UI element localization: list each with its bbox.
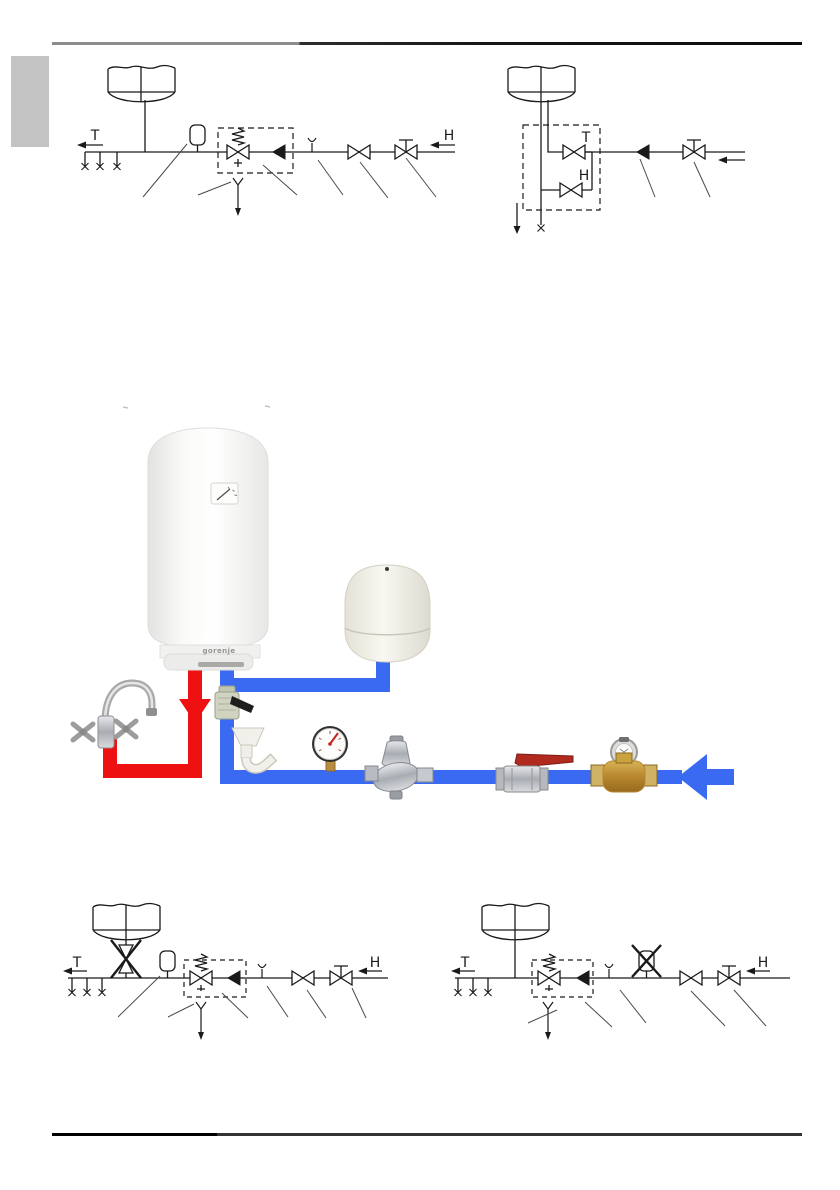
callout-leader-lines xyxy=(117,975,367,1019)
cross-out-icon xyxy=(110,939,142,979)
gauge-needle xyxy=(329,732,339,745)
valve-group-boundary xyxy=(522,124,601,211)
tap-handle-right xyxy=(113,718,139,740)
cold-flow-arrow-icon xyxy=(678,754,734,800)
tap-handle-left xyxy=(70,721,96,743)
brand-logo: gorenje xyxy=(203,647,236,655)
drain-funnel-icon xyxy=(307,137,317,153)
safety-valve-icon xyxy=(537,953,561,991)
heater-vent-slot xyxy=(198,662,244,667)
meter-body xyxy=(602,760,646,793)
drain-funnel-icon xyxy=(257,963,267,979)
discharge-funnel-icon xyxy=(195,1001,207,1041)
hot-flow-arrow-icon xyxy=(77,141,103,149)
hot-valve-label: T xyxy=(581,130,591,146)
ball-valve xyxy=(495,753,574,793)
drain-arrow-icon xyxy=(513,203,521,234)
safety-group-boundary xyxy=(531,959,594,998)
expansion-vessel-icon xyxy=(159,950,176,979)
cold-flow-arrow-icon xyxy=(746,967,770,975)
hot-flow-arrow-icon xyxy=(451,967,475,975)
forbidden-valve-icon xyxy=(110,939,142,979)
mixing-branch-pipe xyxy=(541,151,593,191)
footer-rule xyxy=(52,1133,802,1136)
check-valve-icon xyxy=(272,144,286,160)
safety-valve-lever xyxy=(230,696,254,713)
callout-leader-lines xyxy=(527,989,767,1028)
diagram-installation-top-left: T H xyxy=(77,64,455,217)
inflow-arrow-icon xyxy=(718,156,745,164)
shutoff-valve-icon xyxy=(291,970,315,986)
expansion-vessel xyxy=(344,564,431,663)
cold-flow-arrow-icon xyxy=(358,967,382,975)
safety-group-boundary xyxy=(183,959,247,998)
check-valve-icon xyxy=(576,970,590,986)
hot-water-label: T xyxy=(90,128,100,144)
water-meter xyxy=(590,737,658,793)
callout-leader-lines xyxy=(639,158,711,198)
pressure-gauge xyxy=(312,726,348,772)
pipe-end-icon xyxy=(536,223,546,233)
storage-tank-icon xyxy=(92,902,161,941)
installation-illustration: gorenje xyxy=(70,405,734,800)
discharge-funnel xyxy=(231,727,278,774)
cold-water-label: H xyxy=(758,955,769,971)
stop-valve-icon xyxy=(395,140,417,159)
cold-valve-icon xyxy=(559,182,583,198)
hot-flow-arrow-icon xyxy=(179,699,211,723)
expansion-vessel-icon xyxy=(189,124,206,153)
ball-valve-lever xyxy=(514,753,574,768)
diagram-installation-top-right: T H xyxy=(507,64,745,234)
shutoff-valve-icon xyxy=(679,970,703,986)
hot-branch-pipe xyxy=(547,100,563,153)
storage-tank-icon xyxy=(507,64,576,103)
vessel-air-valve xyxy=(385,567,389,571)
draw-off-points xyxy=(67,978,107,997)
draw-off-points xyxy=(453,978,493,997)
diagram-incorrect-bottom-right: T H xyxy=(451,902,790,1041)
check-valve-icon xyxy=(636,144,650,160)
water-heater: gorenje xyxy=(147,427,269,671)
cold-valve-label: H xyxy=(579,168,590,184)
pressure-reducing-valve xyxy=(364,735,434,800)
stop-valve-icon xyxy=(683,140,705,159)
page-artifact-marks xyxy=(122,405,271,409)
cross-out-icon xyxy=(631,944,662,978)
drain-funnel-icon xyxy=(604,963,614,979)
discharge-funnel-icon xyxy=(542,1001,554,1041)
hot-flow-arrow-icon xyxy=(63,967,87,975)
diagram-incorrect-bottom-left: T H xyxy=(63,902,388,1041)
draw-off-points xyxy=(80,152,122,171)
cold-flow-arrow-icon xyxy=(430,141,455,149)
safety-valve-icon xyxy=(226,127,250,167)
tap-spout-nozzle xyxy=(146,708,157,716)
safety-valve xyxy=(214,685,254,720)
cold-water-label: H xyxy=(370,955,381,971)
check-valve-icon xyxy=(227,970,241,986)
cold-water-label: H xyxy=(444,128,455,144)
callout-leader-lines xyxy=(142,143,437,199)
shutoff-valve-icon xyxy=(347,144,371,160)
forbidden-vessel-icon xyxy=(631,944,662,979)
discharge-funnel-icon xyxy=(232,177,244,217)
page-margin-marker xyxy=(11,56,49,147)
safety-valve-icon xyxy=(189,953,213,991)
stop-valve-icon xyxy=(718,966,740,985)
mixer-tap xyxy=(70,679,157,749)
heater-temperature-gauge xyxy=(210,482,239,505)
hot-valve-icon xyxy=(562,144,586,160)
header-rule xyxy=(52,42,802,45)
stop-valve-icon xyxy=(330,966,352,985)
storage-tank-icon xyxy=(107,64,176,103)
hot-water-label: T xyxy=(72,955,82,971)
hot-water-label: T xyxy=(460,955,470,971)
storage-tank-icon xyxy=(481,902,550,941)
